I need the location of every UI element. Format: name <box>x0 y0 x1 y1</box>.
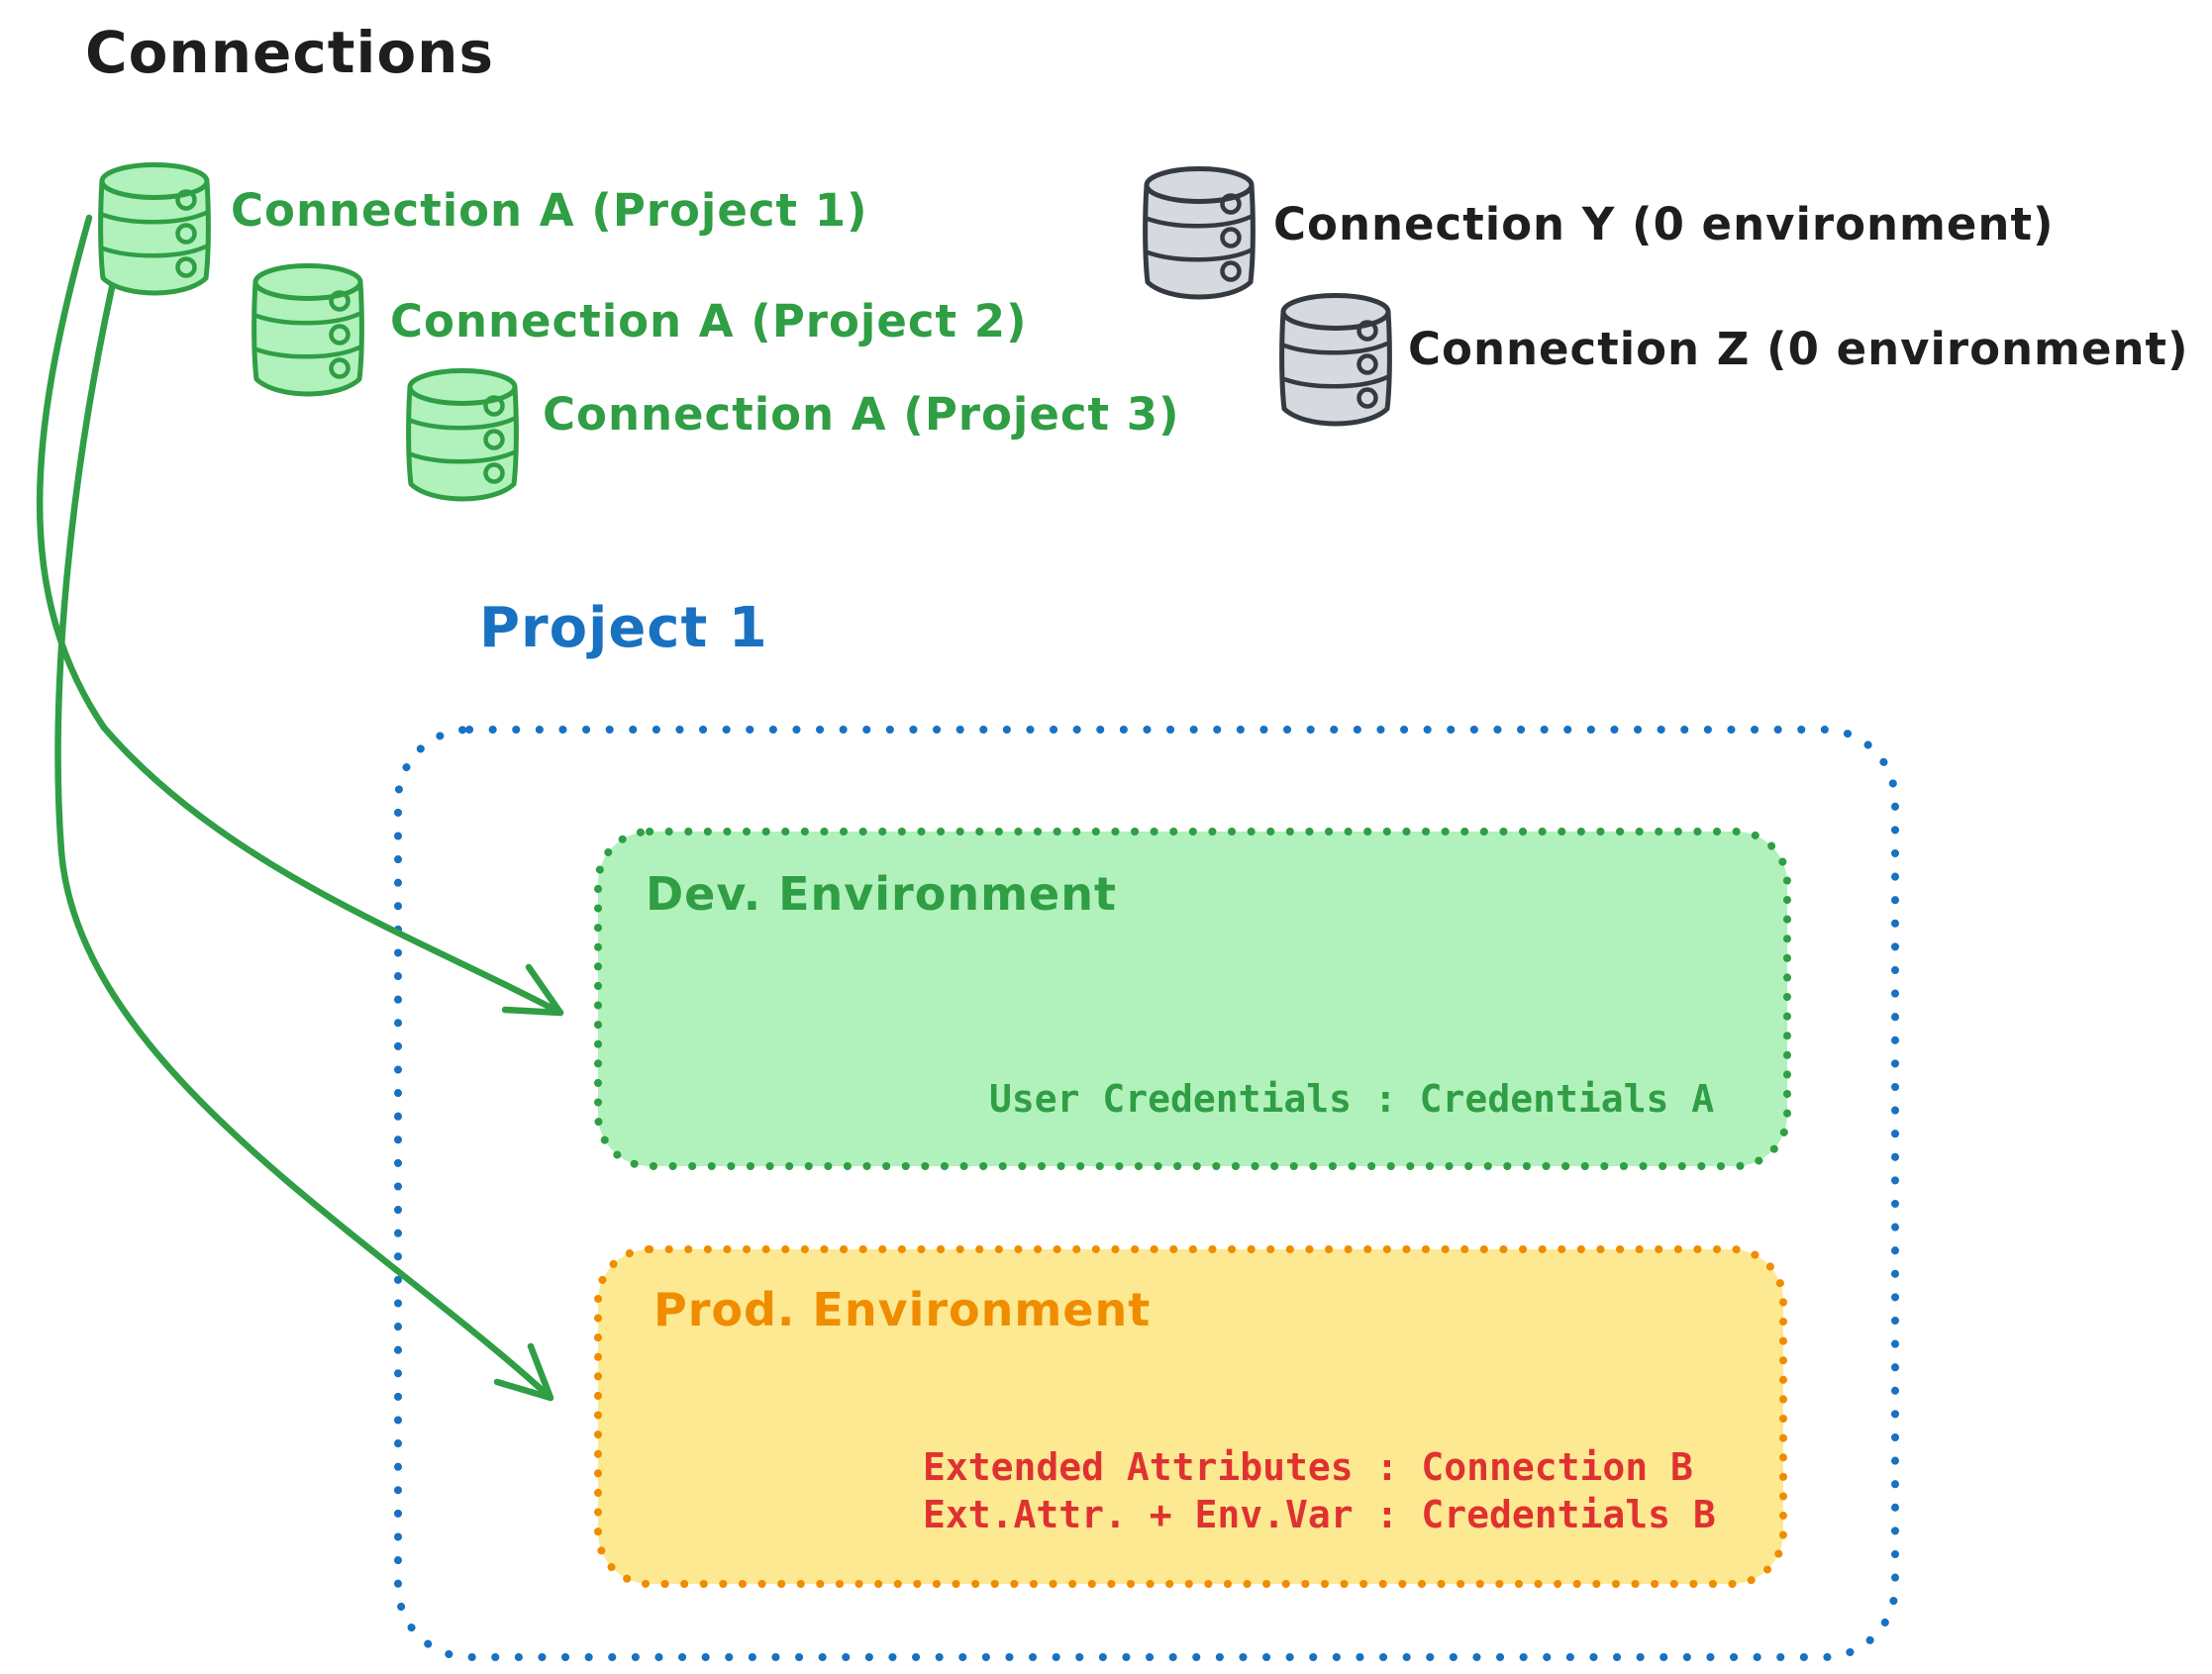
connection-a-project-1-label: Connection A (Project 1) <box>231 184 868 237</box>
connection-a-project-3-label: Connection A (Project 3) <box>543 388 1180 441</box>
page-title: Connections <box>85 19 494 86</box>
project-1-title: Project 1 <box>479 596 768 660</box>
prod-env-var-text: Ext.Attr. + Env.Var : Credentials B <box>923 1493 1716 1536</box>
project-1-box <box>394 726 1899 1661</box>
connection-z-label: Connection Z (0 environment) <box>1408 323 2189 375</box>
database-icon <box>100 164 209 293</box>
connection-y-label: Connection Y (0 environment) <box>1273 198 2055 250</box>
dev-environment-box <box>594 828 1791 1170</box>
database-icon <box>1281 295 1390 424</box>
arrow-connection-a-to-dev <box>36 214 564 1017</box>
dev-credentials-text: User Credentials : Credentials A <box>989 1077 1715 1121</box>
connection-a-project-2-label: Connection A (Project 2) <box>390 295 1028 347</box>
dev-environment-title: Dev. Environment <box>646 867 1117 921</box>
database-icon <box>253 265 362 394</box>
prod-environment-box <box>594 1245 1787 1588</box>
prod-extended-attributes-text: Extended Attributes : Connection B <box>923 1445 1693 1489</box>
arrow-connection-a-to-prod <box>54 261 554 1402</box>
prod-environment-title: Prod. Environment <box>654 1283 1152 1336</box>
database-icon <box>408 370 517 499</box>
database-icon <box>1145 168 1254 297</box>
